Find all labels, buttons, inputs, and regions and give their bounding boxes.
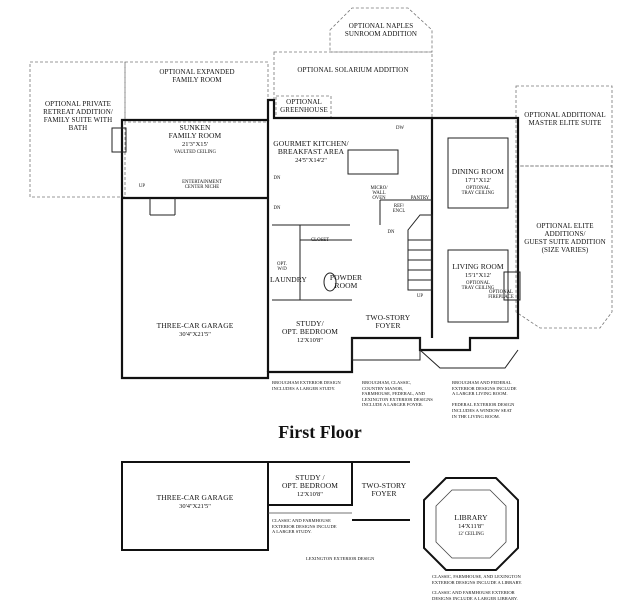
kitchen-island bbox=[347, 149, 399, 175]
dining-tray bbox=[447, 137, 509, 209]
foyer-name: TWO-STORY FOYER bbox=[365, 313, 411, 330]
retreat-addition-label: OPTIONAL PRIVATE RETREAT ADDITION/ FAMIL… bbox=[43, 100, 113, 132]
laundry-name: LAUNDRY bbox=[270, 275, 307, 284]
guest-suite-option-outline bbox=[515, 165, 613, 329]
alt-study-dim: 12'X10'8" bbox=[297, 491, 323, 498]
library-ceiling-note: 12' CEILING bbox=[457, 532, 485, 537]
alt-foyer-walls bbox=[352, 461, 410, 521]
dn-label-2: DN bbox=[273, 206, 281, 211]
solarium-label: OPTIONAL SOLARIUM ADDITION bbox=[297, 66, 409, 74]
garage-dim: 30'4"X21'5" bbox=[179, 331, 211, 338]
family-room-note: VAULTED CEILING bbox=[174, 150, 216, 155]
lexington-note: LEXINGTON EXTERIOR DESIGN bbox=[306, 556, 375, 561]
library-name: LIBRARY bbox=[454, 513, 488, 522]
study-name: STUDY/ OPT. BEDROOM bbox=[281, 319, 339, 336]
living-fireplace bbox=[503, 271, 521, 301]
library-note-2: CLASSIC AND FARMHOUSE EXTERIOR DESIGNS I… bbox=[432, 590, 518, 601]
study-dim: 12'X10'8" bbox=[297, 337, 323, 344]
naples-sunroom-label: OPTIONAL NAPLES SUNROOM ADDITION bbox=[344, 22, 418, 38]
greenhouse-option-outline bbox=[275, 95, 332, 119]
alt-garage-name: THREE-CAR GARAGE bbox=[156, 493, 234, 502]
master-elite-option-outline bbox=[515, 85, 613, 167]
family-room-name: SUNKEN FAMILY ROOM bbox=[168, 123, 222, 140]
brougham-study-note: BROUGHAM EXTERIOR DESIGN INCLUDES A LARG… bbox=[272, 380, 341, 391]
main-outer-wall bbox=[120, 98, 520, 380]
living-room-dim: 15'1"X12' bbox=[465, 272, 491, 279]
dining-room-name: DINING ROOM bbox=[451, 167, 505, 176]
fireplace-label: OPTIONAL FIREPLACE bbox=[488, 290, 514, 300]
entertainment-niche-label: ENTERTAINMENT CENTER NICHE bbox=[182, 180, 222, 190]
closet-label: CLOSET bbox=[310, 238, 330, 243]
alt-foyer-name: TWO-STORY FOYER bbox=[361, 481, 407, 498]
library-note-1: CLASSIC, FARMHOUSE, AND LEXINGTON EXTERI… bbox=[432, 574, 523, 585]
family-room-dim: 21'3"X15' bbox=[182, 141, 208, 148]
garage-name: THREE-CAR GARAGE bbox=[156, 321, 234, 330]
retreat-option-outline bbox=[29, 61, 126, 198]
alt-study-name: STUDY / OPT. BEDROOM bbox=[281, 473, 339, 490]
living-room-name: LIVING ROOM bbox=[452, 262, 504, 271]
up-label-2: UP bbox=[416, 294, 424, 299]
expanded-family-option-outline bbox=[124, 61, 269, 123]
kitchen-name: GOURMET KITCHEN/ BREAKFAST AREA bbox=[273, 139, 349, 156]
expanded-family-label: OPTIONAL EXPANDED FAMILY ROOM bbox=[159, 68, 235, 84]
micro-oven-label: MICRO/ WALL OVEN bbox=[370, 186, 388, 201]
dn-label-1: DN bbox=[273, 176, 281, 181]
dining-room-note: OPTIONAL TRAY CEILING bbox=[461, 186, 495, 196]
living-tray bbox=[447, 249, 509, 323]
living-room-note-text: BROUGHAM AND FEDERAL EXTERIOR DESIGNS IN… bbox=[452, 380, 517, 419]
guest-suite-label: OPTIONAL ELITE ADDITIONS/ GUEST SUITE AD… bbox=[524, 222, 606, 254]
classic-study-note: CLASSIC AND FARMHOUSE EXTERIOR DESIGNS I… bbox=[272, 518, 337, 535]
larger-foyer-note: BROUGHAM, CLASSIC, COUNTRY MANOR, FARMHO… bbox=[362, 380, 433, 408]
dining-room-dim: 17'1"X12' bbox=[465, 177, 491, 184]
dishwasher-label: DW bbox=[396, 126, 404, 131]
powder-room-name: POWDER ROOM bbox=[329, 273, 363, 290]
alt-garage-walls bbox=[121, 461, 269, 551]
living-room-note: OPTIONAL TRAY CEILING bbox=[461, 281, 495, 291]
library-octagon bbox=[423, 477, 519, 571]
ref-encl-label: REF/ ENCL bbox=[392, 204, 406, 214]
library-dim: 14'X11'8" bbox=[458, 523, 484, 530]
pantry-label: PANTRY bbox=[410, 196, 430, 201]
kitchen-dim: 24'5"X14'2" bbox=[295, 157, 327, 164]
fireplace bbox=[111, 127, 127, 153]
dn-label-3: DN bbox=[387, 230, 395, 235]
naples-option-outline bbox=[329, 7, 433, 53]
opt-wd-label: OPT. W/D bbox=[277, 262, 287, 272]
master-elite-label: OPTIONAL ADDITIONAL MASTER ELITE SUITE bbox=[524, 111, 606, 127]
alt-study-walls bbox=[268, 461, 353, 506]
greenhouse-label: OPTIONAL GREENHOUSE bbox=[280, 98, 328, 114]
floor-title: First Floor bbox=[278, 422, 362, 442]
up-label-1: UP bbox=[138, 184, 146, 189]
alt-garage-dim: 30'4"X21'5" bbox=[179, 503, 211, 510]
